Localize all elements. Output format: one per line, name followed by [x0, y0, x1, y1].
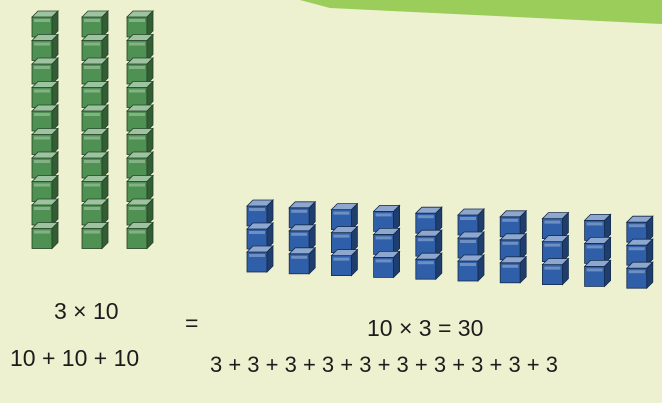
blue-unit-cube	[247, 223, 273, 249]
green-unit-cube	[82, 82, 108, 108]
left-addition-caption: 10 + 10 + 10	[10, 347, 139, 370]
green-unit-cube	[82, 105, 108, 131]
green-unit-cube	[82, 199, 108, 225]
blue-unit-cube	[289, 248, 315, 274]
green-unit-cube	[32, 129, 58, 155]
blue-unit-cube	[331, 227, 357, 253]
tens-rods-group	[32, 11, 153, 249]
green-unit-cube	[32, 58, 58, 84]
green-unit-cube	[127, 199, 153, 225]
right-addition-caption: 3 + 3 + 3 + 3 + 3 + 3 + 3 + 3 + 3 + 3	[210, 354, 558, 376]
blue-unit-cube	[458, 255, 484, 281]
blue-unit-cube	[500, 257, 526, 283]
green-unit-cube	[127, 35, 153, 61]
green-unit-cube	[127, 105, 153, 131]
blue-unit-cube	[331, 204, 357, 230]
blue-unit-cube	[374, 205, 400, 231]
top-green-band	[300, 0, 662, 24]
green-unit-cube	[32, 82, 58, 108]
green-unit-cube	[127, 58, 153, 84]
blue-unit-cube	[500, 234, 526, 260]
blue-unit-cube	[247, 246, 273, 272]
blue-unit-cube	[247, 200, 273, 226]
blue-unit-cube	[500, 211, 526, 237]
blue-unit-cube	[585, 237, 611, 263]
green-unit-cube	[127, 223, 153, 249]
left-multiplication-caption: 3 × 10	[54, 300, 119, 323]
green-unit-cube	[32, 11, 58, 37]
green-unit-cube	[32, 199, 58, 225]
green-unit-cube	[32, 223, 58, 249]
blue-unit-cube	[289, 225, 315, 251]
blue-unit-cube	[374, 228, 400, 254]
blue-unit-cube	[416, 207, 442, 233]
right-multiplication-caption: 10 × 3 = 30	[367, 317, 483, 340]
blue-unit-cube	[416, 253, 442, 279]
equals-sign: =	[185, 312, 198, 335]
blue-unit-cube	[458, 209, 484, 235]
blue-unit-cube	[289, 202, 315, 228]
green-unit-cube	[32, 105, 58, 131]
green-unit-cube	[82, 129, 108, 155]
green-unit-cube	[32, 152, 58, 178]
green-unit-cube	[82, 11, 108, 37]
green-unit-cube	[127, 176, 153, 202]
blue-unit-cube	[542, 236, 568, 262]
blue-unit-cube	[458, 232, 484, 258]
blue-unit-cube	[627, 216, 653, 242]
blue-unit-cube	[585, 214, 611, 240]
blue-unit-cube	[542, 213, 568, 239]
green-unit-cube	[32, 35, 58, 61]
blue-unit-cube	[374, 251, 400, 277]
blue-unit-cube	[585, 260, 611, 286]
blue-unit-cube	[627, 239, 653, 265]
green-unit-cube	[82, 223, 108, 249]
threes-rods-group	[247, 200, 653, 288]
green-unit-cube	[82, 176, 108, 202]
green-unit-cube	[127, 129, 153, 155]
blue-unit-cube	[331, 250, 357, 276]
green-unit-cube	[127, 152, 153, 178]
green-unit-cube	[127, 82, 153, 108]
green-unit-cube	[82, 58, 108, 84]
green-unit-cube	[32, 176, 58, 202]
blue-unit-cube	[627, 262, 653, 288]
green-unit-cube	[127, 11, 153, 37]
green-unit-cube	[82, 152, 108, 178]
green-unit-cube	[82, 35, 108, 61]
blue-unit-cube	[416, 230, 442, 256]
blue-unit-cube	[542, 259, 568, 285]
